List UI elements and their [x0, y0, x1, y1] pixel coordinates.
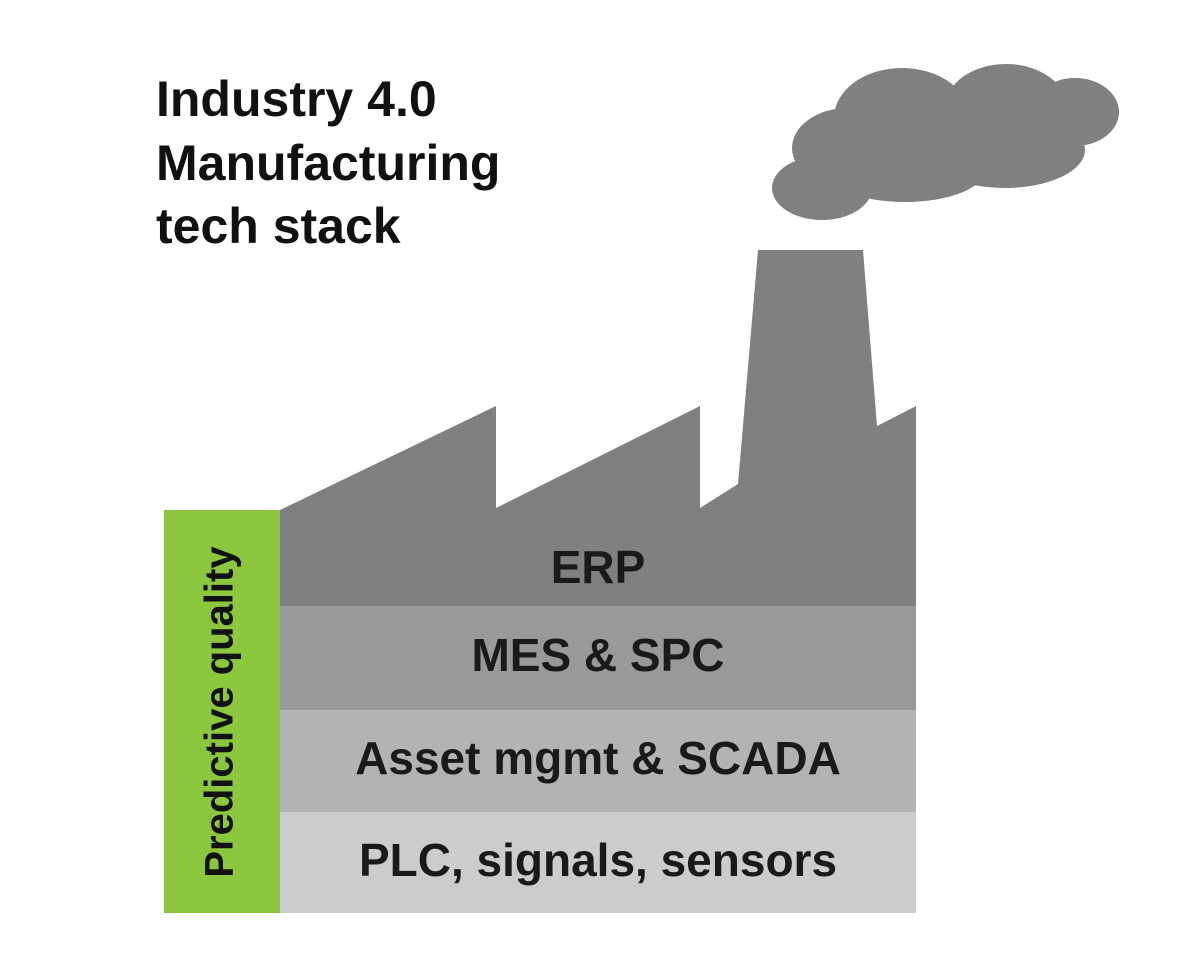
predictive-quality-bar: Predictive quality — [164, 510, 280, 913]
diagram-title: Industry 4.0 Manufacturing tech stack — [156, 71, 500, 254]
layer-label-plc-signals-sensors: PLC, signals, sensors — [359, 834, 837, 886]
stack-layers: ERP MES & SPC Asset mgmt & SCADA PLC, si… — [280, 530, 916, 913]
title-line-1: Industry 4.0 — [156, 71, 437, 127]
title-line-3: tech stack — [156, 198, 401, 254]
factory-roof-shape — [280, 250, 916, 606]
layer-label-asset-mgmt-scada: Asset mgmt & SCADA — [355, 732, 841, 784]
layer-mes-spc — [280, 606, 916, 710]
layer-plc-signals-sensors — [280, 812, 916, 913]
side-bar-background — [164, 510, 280, 913]
layer-erp — [280, 530, 916, 606]
layer-label-erp: ERP — [551, 541, 646, 593]
layer-asset-mgmt-scada — [280, 710, 916, 812]
layer-label-mes-spc: MES & SPC — [471, 629, 724, 681]
side-bar-label: Predictive quality — [198, 546, 242, 878]
title-line-2: Manufacturing — [156, 135, 500, 191]
smoke-cloud-icon — [772, 64, 1119, 220]
